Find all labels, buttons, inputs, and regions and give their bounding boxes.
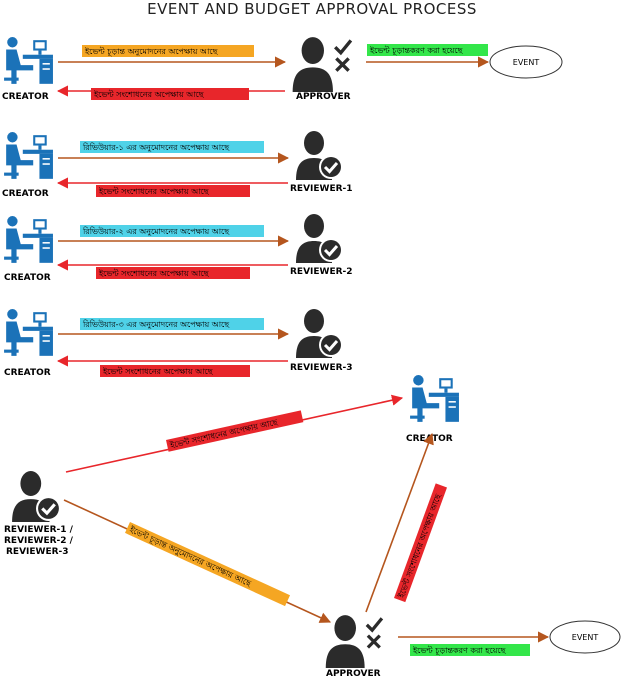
diagram-title: EVENT AND BUDGET APPROVAL PROCESS (147, 0, 477, 18)
approver-to-creator-text: ইভেন্ট সংশোধনের অপেক্ষায় আছে (397, 492, 444, 600)
creator-icon (410, 375, 459, 422)
row2-forward-tag (80, 141, 264, 153)
reviewer-icon (10, 470, 63, 522)
row4-right-label: REVIEWER-3 (290, 363, 353, 373)
row4-left-label: CREATOR (4, 368, 51, 378)
bottom-event-node (549, 620, 621, 654)
reviewer-to-creator-text: ইভেন্ট সংশোধনের অপেক্ষায় আছে (168, 418, 279, 451)
row2-left-label: CREATOR (2, 189, 49, 199)
row2-forward-text: রিভিউয়ার-১ এর অনুমোদনের অপেক্ষায় আছে (82, 142, 230, 152)
bottom-event-label: EVENT (572, 633, 599, 642)
row1-forward-tag (82, 45, 254, 57)
approver-to-creator-arrow (365, 432, 434, 613)
approver-to-event-text: ইভেন্ট চূড়ান্তকরণ করা হয়েছে (412, 646, 507, 655)
row3-forward-tag (80, 225, 264, 237)
row3-right-label: REVIEWER-2 (290, 267, 353, 277)
row2-right-label: REVIEWER-1 (290, 184, 353, 194)
row3-back-tag (96, 267, 250, 279)
row1-forward-text: ইভেন্ট চূড়ান্ত অনুমোদনের অপেক্ষায় আছে (84, 47, 219, 56)
row1-left-label: CREATOR (2, 92, 49, 102)
approver-to-creator-tag: ইভেন্ট সংশোধনের অপেক্ষায় আছে (394, 483, 448, 603)
reviewer-to-creator-tag: ইভেন্ট সংশোধনের অপেক্ষায় আছে (166, 410, 304, 452)
reviewer-icon (294, 213, 345, 263)
bottom-reviewer-label-1: REVIEWER-1 / (4, 525, 74, 535)
row3-back-text: ইভেন্ট সংশোধনের অপেক্ষায় আছে (98, 269, 210, 278)
row1-back-text: ইভেন্ট সংশোধনের অপেক্ষায় আছে (93, 90, 205, 99)
bottom-reviewer-label-3: REVIEWER-3 (6, 547, 69, 557)
row3-left-label: CREATOR (4, 273, 51, 283)
row1-final-tag (367, 44, 488, 56)
row2-back-text: ইভেন্ট সংশোধনের অপেক্ষায় আছে (98, 187, 210, 196)
row1-event-label: EVENT (513, 58, 540, 67)
approver-to-event-tag (410, 644, 530, 656)
row4-back-text: ইভেন্ট সংশোধনের অপেক্ষায় আছে (102, 367, 214, 376)
approver-icon (323, 614, 384, 668)
row1-right-label: APPROVER (296, 92, 351, 102)
reviewer-to-approver-text: ইভেন্ট চূড়ান্ত অনুমোদনের অপেক্ষায় আছে (127, 525, 253, 589)
row4-forward-text: রিভিউয়ার-৩ এর অনুমোদনের অপেক্ষায় আছে (82, 319, 230, 329)
row1-back-tag (91, 88, 249, 100)
approver-icon (290, 36, 353, 92)
reviewer-icon (294, 308, 345, 358)
row4-forward-tag (80, 318, 264, 330)
creator-icon (4, 37, 53, 84)
row4-back-tag (100, 365, 250, 377)
row3-forward-text: রিভিউয়ার-২ এর অনুমোদনের অপেক্ষায় আছে (82, 226, 230, 236)
row1-event-node (489, 45, 563, 79)
creator-icon (4, 132, 53, 179)
row1-final-text: ইভেন্ট চূড়ান্তকরণ করা হয়েছে (369, 46, 464, 55)
reviewer-icon (294, 130, 345, 180)
bottom-approver-label: APPROVER (326, 669, 381, 679)
reviewer-to-approver-tag: ইভেন্ট চূড়ান্ত অনুমোদনের অপেক্ষায় আছে (125, 522, 291, 607)
creator-icon (4, 216, 53, 263)
bottom-reviewer-label-2: REVIEWER-2 / (4, 536, 74, 546)
creator-icon (4, 309, 53, 356)
row2-back-tag (96, 185, 250, 197)
